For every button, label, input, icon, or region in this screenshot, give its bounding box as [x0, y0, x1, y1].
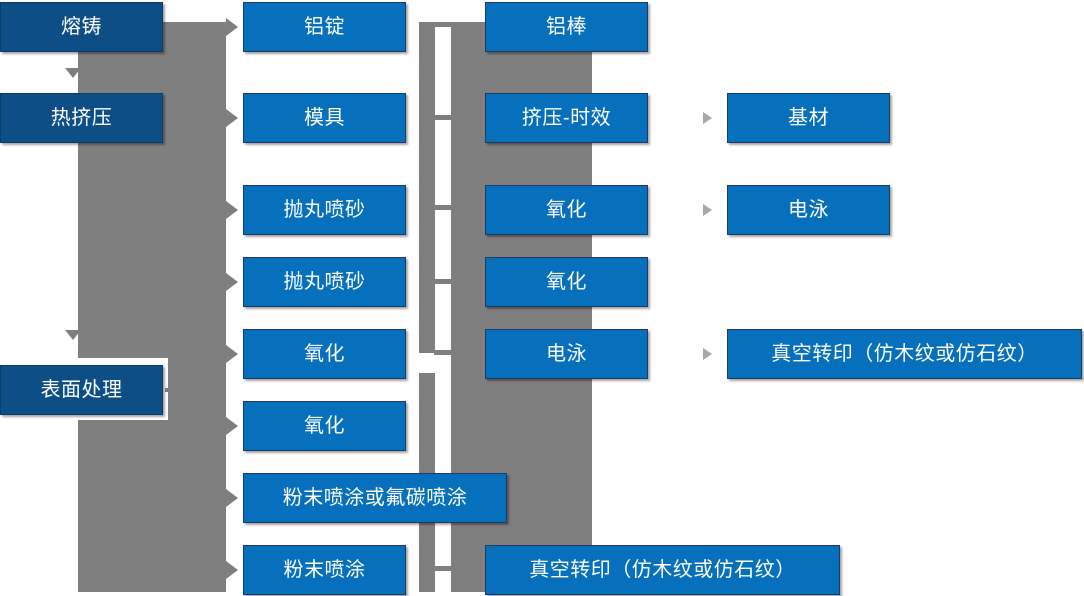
step-label-col2-7: 粉末喷涂或氟碳喷涂 — [282, 487, 468, 509]
process-box-electrophoresis[interactable]: 电泳 — [485, 329, 648, 379]
stage-box-melting-casting[interactable]: 熔铸 — [0, 2, 163, 52]
output-box-electrophoresis[interactable]: 电泳 — [727, 185, 890, 235]
step-box-aluminum-ingot[interactable]: 铝锭 — [243, 2, 406, 52]
step-box-shot-blasting-1[interactable]: 抛丸喷砂 — [243, 185, 406, 235]
connector-arrow-col2-3 — [226, 201, 238, 219]
connector-tie-5 — [434, 350, 452, 355]
connector-bar-narrow-upper — [419, 22, 435, 353]
step-label-col2-2: 模具 — [304, 107, 345, 129]
connector-arrow-col2-8 — [226, 561, 238, 579]
step-label-col2-3: 抛丸喷砂 — [283, 199, 366, 221]
output-label-col4-2: 电泳 — [788, 199, 829, 221]
process-label-col3-2: 挤压-时效 — [521, 107, 612, 129]
step-label-col2-5: 氧化 — [304, 343, 345, 365]
process-box-oxidation-1[interactable]: 氧化 — [485, 185, 648, 235]
output-label-col4-1: 基材 — [788, 107, 829, 129]
connector-tie-2 — [434, 115, 452, 120]
connector-arrow-col2-5 — [226, 345, 238, 363]
step-label-col2-4: 抛丸喷砂 — [283, 271, 366, 293]
step-box-oxidation-col2-2[interactable]: 氧化 — [243, 401, 406, 451]
output-label-col4-3: 真空转印（仿木纹或仿石纹） — [771, 343, 1038, 365]
step-label-col2-1: 铝锭 — [304, 16, 345, 38]
connector-arrow-col2-6 — [226, 417, 238, 435]
stage-box-hot-extrusion[interactable]: 热挤压 — [0, 93, 163, 143]
stage-label-3: 表面处理 — [40, 379, 123, 401]
connector-arrow-down-stage2 — [65, 330, 81, 340]
step-box-oxidation-col2-1[interactable]: 氧化 — [243, 329, 406, 379]
connector-tie-3 — [434, 205, 452, 210]
stage-box-surface-treatment[interactable]: 表面处理 — [0, 365, 163, 415]
stage-label-2: 热挤压 — [50, 107, 113, 129]
connector-arrow-col4-2 — [703, 204, 712, 216]
process-label-col3-3: 氧化 — [546, 199, 587, 221]
step-label-col2-8: 粉末喷涂 — [283, 559, 366, 581]
connector-tie-1 — [434, 22, 452, 27]
connector-arrow-down-stage1 — [65, 68, 81, 78]
stage-label-1: 熔铸 — [61, 16, 102, 38]
connector-tie-6 — [434, 566, 452, 571]
step-box-shot-blasting-2[interactable]: 抛丸喷砂 — [243, 257, 406, 307]
connector-arrow-col2-4 — [226, 273, 238, 291]
output-box-base-material[interactable]: 基材 — [727, 93, 890, 143]
step-box-powder-coating[interactable]: 粉末喷涂 — [243, 545, 406, 595]
step-box-powder-or-fluorocarbon-coating[interactable]: 粉末喷涂或氟碳喷涂 — [243, 473, 507, 523]
connector-arrow-col4-1 — [703, 112, 712, 124]
connector-arrow-col2-2 — [226, 109, 238, 127]
step-label-col2-6: 氧化 — [304, 415, 345, 437]
connector-arrow-col2-1 — [226, 18, 238, 36]
step-box-mold[interactable]: 模具 — [243, 93, 406, 143]
connector-arrow-col2-7 — [226, 489, 238, 507]
connector-arrow-col4-3 — [703, 348, 712, 360]
connector-stub-surface-treatment — [165, 388, 187, 392]
process-box-vacuum-transfer-printing[interactable]: 真空转印（仿木纹或仿石纹） — [485, 545, 840, 595]
output-box-vacuum-transfer-printing[interactable]: 真空转印（仿木纹或仿石纹） — [727, 329, 1082, 379]
process-label-col3-1: 铝棒 — [546, 16, 587, 38]
connector-tie-4 — [434, 279, 452, 284]
process-box-aluminum-bar[interactable]: 铝棒 — [485, 2, 648, 52]
process-box-oxidation-2[interactable]: 氧化 — [485, 257, 648, 307]
process-label-col3-4: 氧化 — [546, 271, 587, 293]
process-label-col3-5: 电泳 — [546, 343, 587, 365]
process-box-extrusion-aging[interactable]: 挤压-时效 — [485, 93, 648, 143]
process-label-col3-6: 真空转印（仿木纹或仿石纹） — [529, 559, 796, 581]
